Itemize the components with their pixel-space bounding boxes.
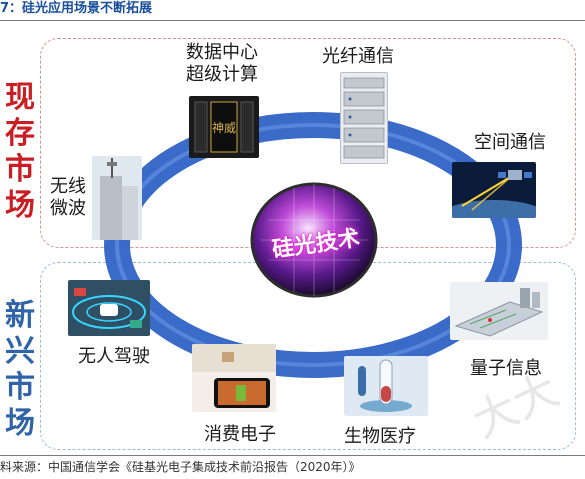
driving-label: 无人驾驶 xyxy=(78,346,150,367)
optical-network-rack-icon xyxy=(340,72,388,164)
supercomputer-cabinet-icon: 神威 xyxy=(189,96,259,158)
figure-caption: 7：硅光应用场景不断拓展 xyxy=(0,1,153,16)
autonomous-car-icon xyxy=(68,280,150,336)
source-divider xyxy=(0,455,585,456)
emerging-market-label: 新兴市场 xyxy=(5,298,35,441)
fiber-label: 光纤通信 xyxy=(322,46,394,67)
test-tube-icon xyxy=(344,356,428,416)
smartphone-icon xyxy=(192,344,276,412)
datacenter-label-line-1: 数据中心 xyxy=(186,42,258,63)
bio-label: 生物医疗 xyxy=(344,426,416,447)
silicon-wafer-chip-icon xyxy=(248,180,380,300)
space-label: 空间通信 xyxy=(474,132,546,153)
datacenter-label-line-2: 超级计算 xyxy=(186,64,258,85)
cell-tower-building-icon xyxy=(92,156,142,240)
wireless-label-line-2: 微波 xyxy=(50,198,86,219)
datacenter-label: 数据中心 超级计算 xyxy=(186,42,258,86)
satellite-beam-icon xyxy=(452,162,536,218)
existing-market-label: 现存市场 xyxy=(5,80,35,223)
wireless-label-line-1: 无线 xyxy=(50,176,86,197)
quantum-circuit-board-icon xyxy=(450,282,548,340)
source-note: 料来源：中国通信学会《硅基光电子集成技术前沿报告（2020年）》 xyxy=(0,460,361,474)
caption-divider xyxy=(0,20,585,21)
consumer-label: 消费电子 xyxy=(204,424,276,445)
quantum-label: 量子信息 xyxy=(470,358,542,379)
wireless-label: 无线 微波 xyxy=(50,176,86,220)
svg-text:神威: 神威 xyxy=(212,121,236,135)
